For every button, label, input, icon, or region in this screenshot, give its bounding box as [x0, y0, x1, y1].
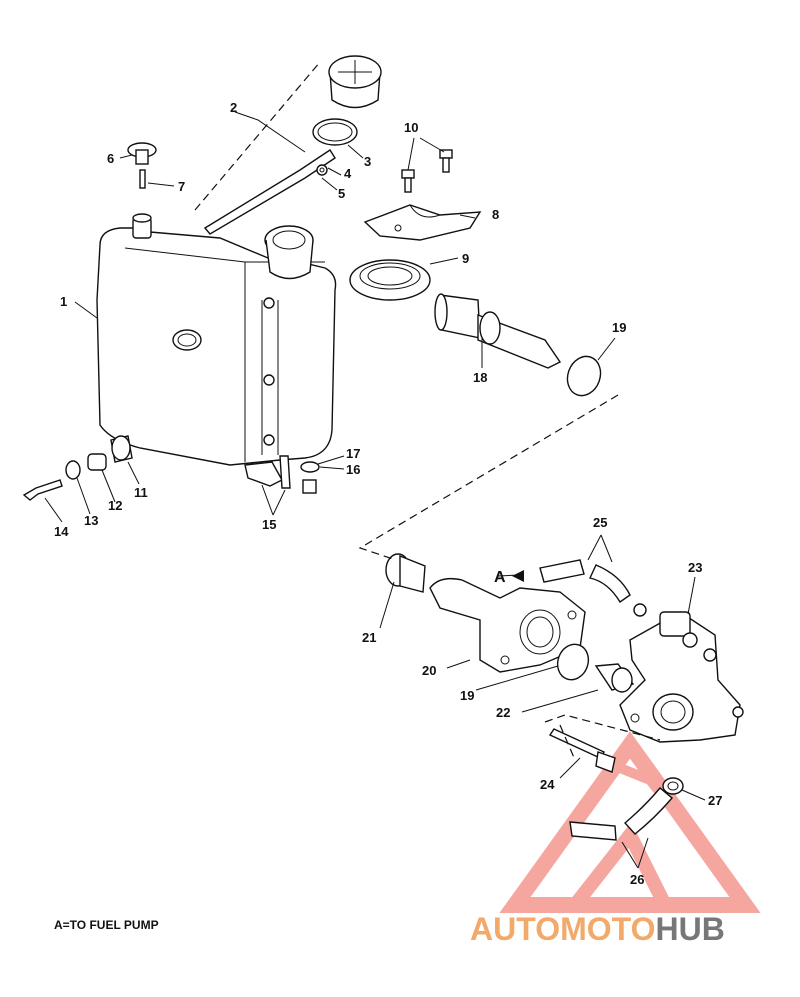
drive-shaft	[434, 293, 562, 369]
callout-3: 3	[364, 154, 371, 169]
arrow-a-label: A	[494, 569, 506, 586]
mounting-bracket	[363, 204, 482, 241]
drain-parts	[22, 435, 133, 501]
callout-16: 16	[346, 462, 360, 477]
callout-18: 18	[473, 370, 487, 385]
filler-cap	[312, 55, 382, 146]
oil-tank	[96, 213, 337, 466]
callout-27: 27	[708, 793, 722, 808]
callout-9: 9	[462, 251, 469, 266]
grommet	[349, 259, 431, 301]
bolt	[548, 728, 616, 773]
o-ring-upper	[566, 355, 602, 397]
footnote: A=TO FUEL PUMP	[54, 918, 159, 932]
callout-19-upper: 19	[612, 320, 626, 335]
callout-labels: 1 2 3 4 5 6 7 8 9 10 11 12 13 14 15 16 1…	[54, 100, 722, 887]
hoses-lower	[569, 787, 673, 841]
callout-21: 21	[362, 630, 376, 645]
callout-22: 22	[496, 705, 510, 720]
callout-12: 12	[108, 498, 122, 513]
tank-strap	[203, 149, 336, 235]
svg-text:AUTOMOTOHUB: AUTOMOTOHUB	[470, 911, 725, 947]
adapter-sleeve	[385, 553, 426, 593]
callout-1: 1	[60, 294, 67, 309]
callout-7: 7	[178, 179, 185, 194]
vent-cap	[127, 142, 157, 189]
hoses-upper	[539, 559, 647, 617]
callout-17: 17	[346, 446, 360, 461]
callout-14: 14	[54, 524, 69, 539]
callout-25: 25	[593, 515, 607, 530]
leader-lines	[44, 111, 706, 869]
callout-11: 11	[134, 485, 148, 500]
fitting-27	[662, 777, 684, 795]
pump-housing	[429, 577, 586, 673]
callout-26: 26	[630, 872, 644, 887]
watermark-text: AUTOMOTOHUB	[470, 911, 725, 947]
dashed-assembly-lines	[194, 61, 661, 761]
callout-4: 4	[344, 166, 352, 181]
callout-13: 13	[84, 513, 98, 528]
hose-fitting	[244, 455, 320, 494]
callout-15: 15	[262, 517, 276, 532]
callout-2: 2	[230, 100, 237, 115]
watermark-hub: HUB	[655, 911, 724, 947]
callout-19-lower: 19	[460, 688, 474, 703]
screws	[401, 149, 453, 193]
callout-24: 24	[540, 777, 555, 792]
callout-23: 23	[688, 560, 702, 575]
callout-20: 20	[422, 663, 436, 678]
arrow-a: A	[494, 569, 524, 586]
coupling-sleeve	[594, 663, 635, 693]
callout-5: 5	[338, 186, 345, 201]
callout-6: 6	[107, 151, 114, 166]
watermark-automoto: AUTOMOTO	[470, 911, 655, 947]
callout-8: 8	[492, 207, 499, 222]
o-ring-lower	[556, 643, 590, 681]
oil-pump	[619, 611, 744, 743]
callout-10: 10	[404, 120, 418, 135]
